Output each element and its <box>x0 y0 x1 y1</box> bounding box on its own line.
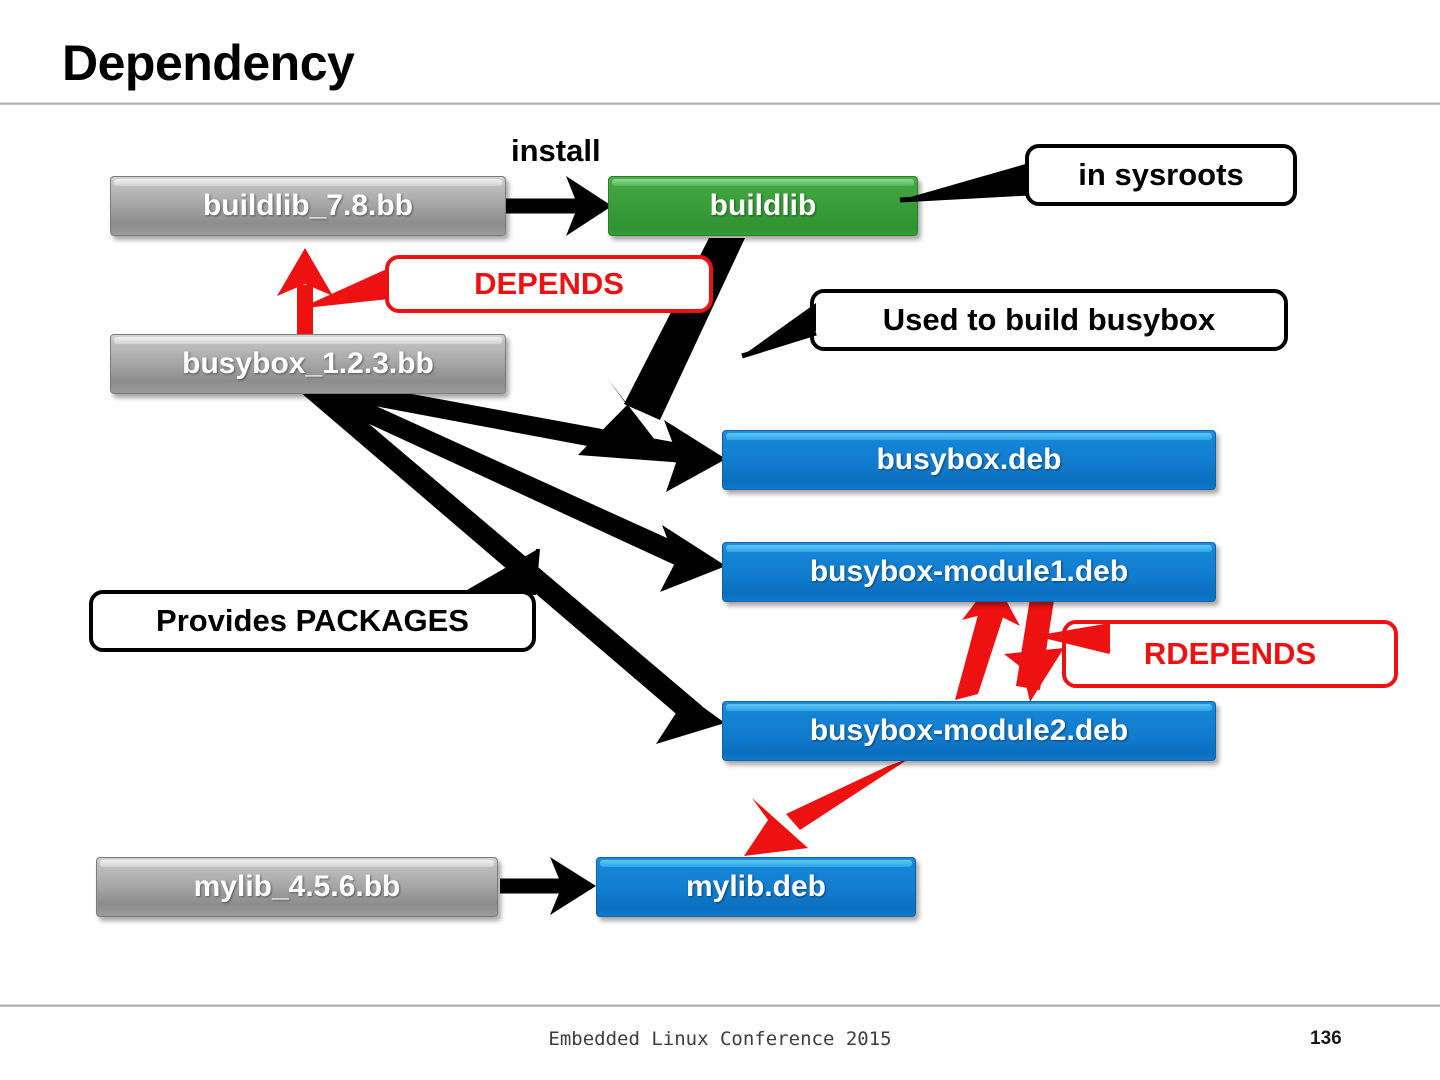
box-highlight <box>726 433 1212 440</box>
leader-provides-packages <box>460 548 540 596</box>
node-label: buildlib <box>709 189 817 222</box>
callout-rdepends[interactable]: RDEPENDS <box>1062 620 1398 688</box>
node-buildlib-recipe[interactable]: buildlib_7.8.bb <box>110 176 506 236</box>
edge-label-install: install <box>511 133 601 168</box>
node-label: buildlib_7.8.bb <box>202 189 413 222</box>
callout-used-to-build-busybox[interactable]: Used to build busybox <box>810 289 1288 351</box>
box-highlight <box>114 337 502 344</box>
box-highlight <box>600 860 912 867</box>
callout-text: RDEPENDS <box>1143 636 1317 671</box>
node-busybox-deb[interactable]: busybox.deb <box>722 430 1216 490</box>
node-label: mylib_4.5.6.bb <box>193 870 401 903</box>
edge-install <box>505 176 612 236</box>
node-label: mylib.deb <box>685 870 827 903</box>
box-highlight <box>726 704 1212 711</box>
node-label: busybox-module2.deb <box>809 714 1129 747</box>
node-buildlib-sysroot[interactable]: buildlib <box>608 176 918 236</box>
node-label: busybox.deb <box>876 443 1062 476</box>
footer-conference-name: Embedded Linux Conference 2015 <box>548 1028 892 1050</box>
node-label: busybox-module1.deb <box>809 555 1129 588</box>
edge-mylib-recipe-to-mylib-deb <box>500 857 596 915</box>
leader-in-sysroots <box>899 163 1030 203</box>
callout-depends[interactable]: DEPENDS <box>385 255 713 313</box>
box-highlight <box>114 179 502 186</box>
callout-text: DEPENDS <box>474 266 624 301</box>
node-mylib-recipe[interactable]: mylib_4.5.6.bb <box>96 857 498 917</box>
box-highlight <box>726 545 1212 552</box>
header-divider <box>0 102 1440 105</box>
page-number: 136 <box>1310 1028 1342 1049</box>
callout-text: Used to build busybox <box>882 302 1216 337</box>
callout-text: Provides PACKAGES <box>156 603 469 638</box>
node-busybox-module2-deb[interactable]: busybox-module2.deb <box>722 701 1216 761</box>
edge-rdepends-module2-to-mylib <box>744 758 910 856</box>
edge-busybox-recipe-to-module2 <box>300 379 725 744</box>
callout-in-sysroots[interactable]: in sysroots <box>1025 144 1297 206</box>
edge-rdepends-module1-to-module2 <box>1004 598 1064 702</box>
leader-depends <box>304 268 390 308</box>
edge-busybox-recipe-to-module1 <box>300 377 726 592</box>
node-mylib-deb[interactable]: mylib.deb <box>596 857 916 917</box>
node-busybox-recipe[interactable]: busybox_1.2.3.bb <box>110 334 506 394</box>
leader-used-to-build <box>741 303 817 359</box>
node-label: busybox_1.2.3.bb <box>182 347 434 380</box>
node-busybox-module1-deb[interactable]: busybox-module1.deb <box>722 542 1216 602</box>
box-highlight <box>612 179 914 186</box>
callout-provides-packages[interactable]: Provides PACKAGES <box>89 590 536 652</box>
callout-text: in sysroots <box>1078 157 1244 192</box>
page-title: Dependency <box>62 35 355 91</box>
edge-depends <box>277 248 333 336</box>
footer-divider <box>0 1004 1440 1007</box>
box-highlight <box>100 860 494 867</box>
